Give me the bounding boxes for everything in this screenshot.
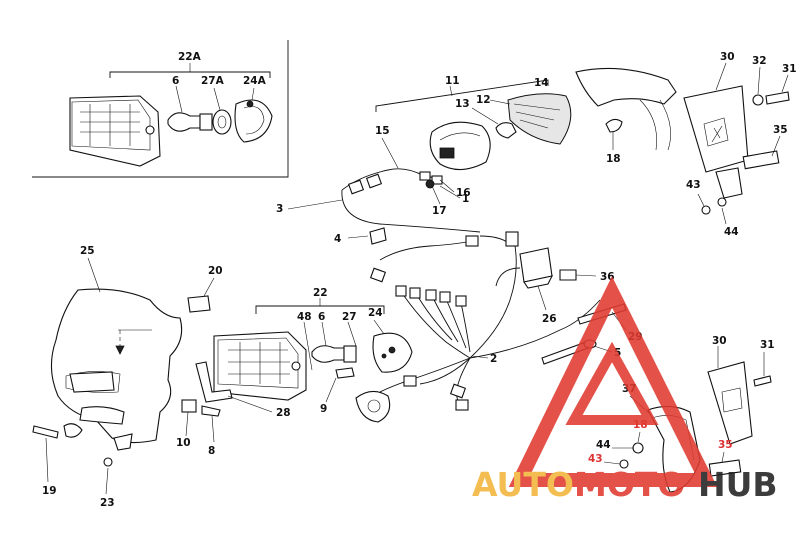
wiring-harness: 2 (369, 231, 601, 411)
connector-4: 4 (334, 227, 387, 245)
label-3: 3 (276, 203, 283, 215)
rear-fender (575, 67, 677, 107)
label-13: 13 (455, 98, 470, 110)
watermark-triangle (508, 276, 718, 487)
inset-22a: 22A 6 27A 24A (32, 40, 289, 178)
label-43a: 43 (686, 179, 701, 191)
label-23: 23 (100, 497, 115, 509)
tail-lamp-housing (429, 121, 491, 171)
label-30b: 30 (712, 335, 727, 347)
inset-socket: 27A (201, 75, 232, 135)
rear-light-group: 11 14 12 13 15 16 1 17 3 (276, 67, 677, 233)
label-17: 17 (432, 205, 447, 217)
plate-holder-upper: 30 32 31 35 18 43 44 (605, 51, 797, 238)
label-6: 6 (318, 311, 325, 323)
label-4: 4 (334, 233, 341, 245)
label-44a: 44 (724, 226, 739, 238)
label-28: 28 (276, 407, 291, 419)
inset-label-24a: 24A (243, 75, 267, 87)
tail-bulb (495, 122, 517, 139)
label-35b: 35 (718, 439, 733, 451)
inset-group-label: 22A (178, 51, 202, 63)
label-14: 14 (534, 77, 549, 89)
label-48: 48 (297, 311, 312, 323)
watermark-word-auto: AUTO (472, 465, 574, 504)
watermark-word-moto: MOTO (574, 465, 685, 504)
front-headlight-group: 22 48 6 27 24 9 28 (195, 287, 413, 423)
label-15: 15 (375, 125, 390, 137)
front-fairing: 25 20 10 8 19 23 (32, 245, 223, 509)
label-8: 8 (208, 445, 215, 457)
watermark-word-hub: HUB (698, 465, 778, 504)
label-31b: 31 (760, 339, 775, 351)
label-9: 9 (320, 403, 327, 415)
label-12: 12 (476, 94, 491, 106)
inset-cap: 24A (234, 75, 273, 143)
label-2: 2 (490, 353, 497, 365)
label-27: 27 (342, 311, 357, 323)
plate-holder (683, 85, 749, 173)
label-20: 20 (208, 265, 223, 277)
label-1: 1 (462, 193, 469, 205)
label-25: 25 (80, 245, 95, 257)
inset-bulb: 6 (167, 75, 213, 132)
inset-label-6: 6 (172, 75, 179, 87)
tail-lens (507, 93, 572, 145)
label-18a: 18 (606, 153, 621, 165)
label-30a: 30 (720, 51, 735, 63)
label-43b: 43 (588, 453, 603, 465)
label-22: 22 (313, 287, 328, 299)
label-32: 32 (752, 55, 767, 67)
tail-lamp-socket (439, 147, 455, 159)
label-16: 16 (456, 187, 471, 199)
watermark-logo: AUTO MOTO HUB (472, 276, 778, 504)
plate-holder-lower: 30 31 37 18 44 43 35 (588, 335, 775, 493)
label-19: 19 (42, 485, 57, 497)
label-11: 11 (445, 75, 460, 87)
label-24: 24 (368, 307, 383, 319)
inset-label-27a: 27A (201, 75, 225, 87)
label-10: 10 (176, 437, 191, 449)
inset-headlamp (69, 95, 161, 167)
label-35a: 35 (773, 124, 788, 136)
label-44b: 44 (596, 439, 611, 451)
label-31a: 31 (782, 63, 797, 75)
label-26: 26 (542, 313, 557, 325)
